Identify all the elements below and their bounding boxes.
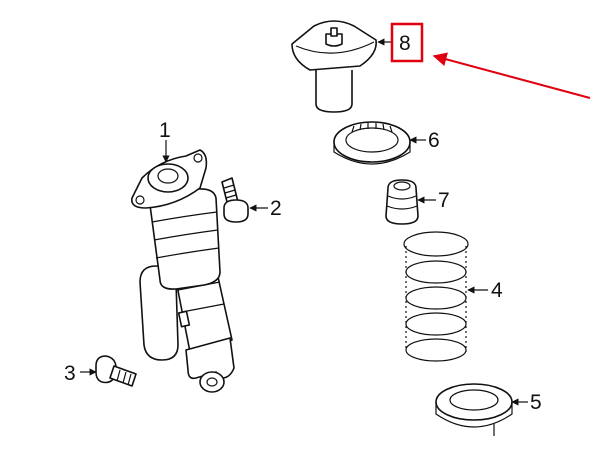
- callout-7: 7: [438, 189, 450, 212]
- highlight-box: [390, 22, 424, 63]
- callout-1: 1: [159, 119, 171, 142]
- bump-stop: [385, 179, 419, 225]
- lower-spring-seat: [435, 383, 513, 436]
- callout-5: 5: [530, 391, 542, 414]
- upper-mount: [291, 20, 377, 113]
- callout-4: 4: [491, 279, 503, 302]
- mounting-bolt-upper: [221, 177, 249, 223]
- mounting-bolt-lower: [95, 355, 137, 387]
- highlight-arrow: [432, 52, 591, 99]
- callout-3: 3: [64, 362, 76, 385]
- callout-6: 6: [428, 129, 440, 152]
- coil-spring: [403, 231, 469, 362]
- shock-absorber: [130, 149, 235, 393]
- spring-insulator: [333, 121, 411, 165]
- callout-2: 2: [270, 197, 282, 220]
- callout-8: 8: [399, 32, 411, 55]
